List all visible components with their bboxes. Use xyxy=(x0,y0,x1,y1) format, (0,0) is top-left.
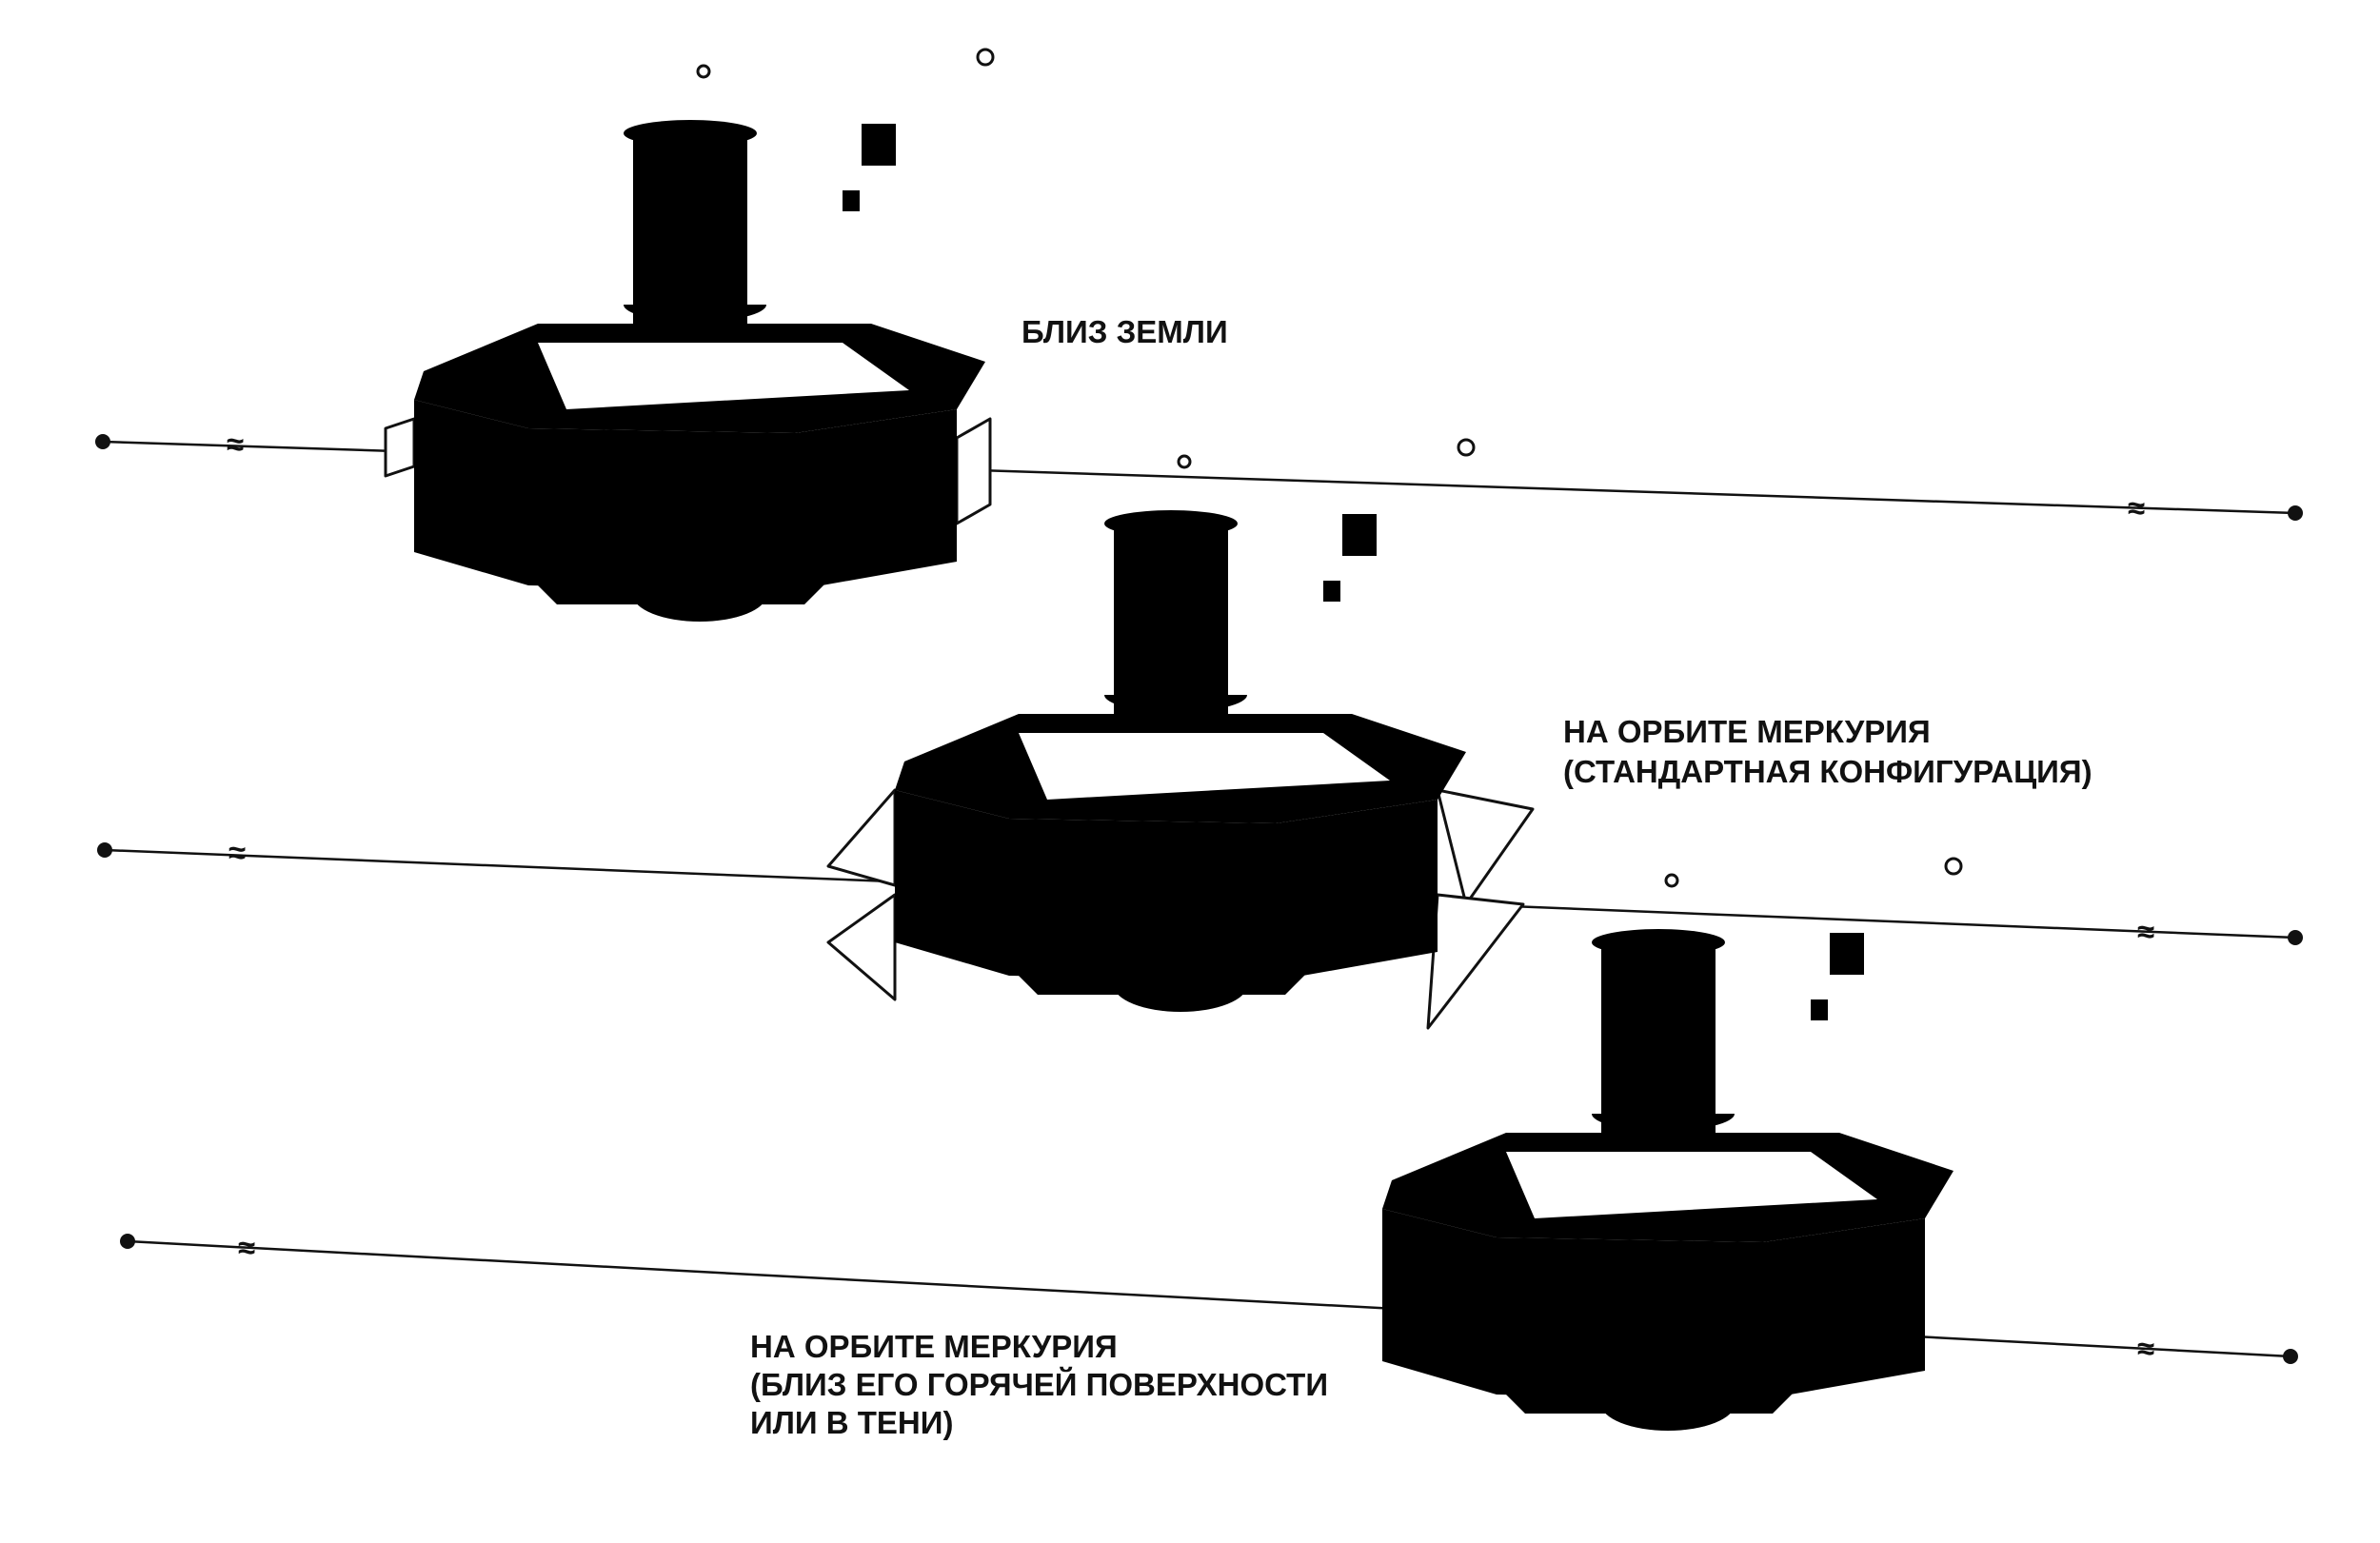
label-mercury-hot-line2: (БЛИЗ ЕГО ГОРЯЧЕЙ ПОВЕРХНОСТИ xyxy=(750,1366,1328,1402)
svg-text:≈: ≈ xyxy=(2128,490,2145,525)
label-mercury-hot-line3: ИЛИ В ТЕНИ) xyxy=(750,1405,953,1440)
svg-text:≈: ≈ xyxy=(2137,1331,2154,1366)
orbit-line-3: ≈≈ xyxy=(120,1230,2298,1366)
spacecraft-near-earth xyxy=(384,48,995,623)
spacecraft-mercury-standard xyxy=(826,438,1535,1030)
label-mercury-standard-line1: НА ОРБИТЕ МЕРКУРИЯ xyxy=(1563,714,1931,749)
svg-text:≈: ≈ xyxy=(238,1230,255,1265)
svg-text:≈: ≈ xyxy=(228,835,246,870)
label-mercury-standard-line2: (СТАНДАРТНАЯ КОНФИГУРАЦИЯ) xyxy=(1563,754,2092,789)
svg-text:≈: ≈ xyxy=(227,426,244,462)
label-near-earth: БЛИЗ ЗЕМЛИ xyxy=(1021,314,1228,349)
svg-text:≈: ≈ xyxy=(2137,914,2154,949)
label-mercury-hot-line1: НА ОРБИТЕ МЕРКУРИЯ xyxy=(750,1329,1118,1364)
